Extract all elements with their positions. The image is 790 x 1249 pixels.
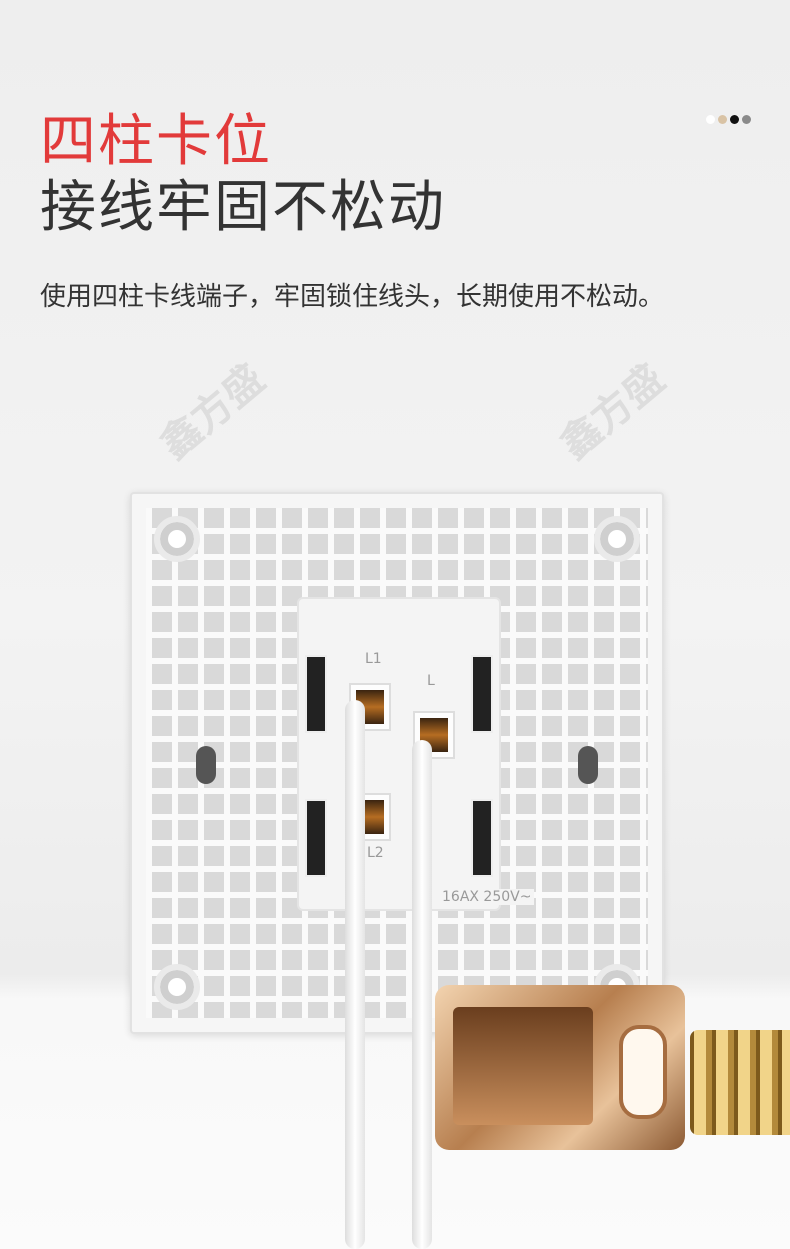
label-l2: L2: [367, 845, 384, 861]
color-dot-champagne[interactable]: [718, 115, 727, 124]
watermark: 鑫方盛: [551, 355, 674, 469]
label-l1: L1: [365, 651, 382, 667]
mount-slot: [196, 746, 216, 784]
gold-terminal: [435, 985, 685, 1150]
brass-screw: [690, 1030, 790, 1135]
headline-dark: 接线牢固不松动: [40, 175, 446, 240]
color-options: [706, 115, 751, 124]
clip: [305, 799, 327, 877]
color-dot-gray[interactable]: [742, 115, 751, 124]
clip: [305, 655, 327, 733]
screw-hole: [594, 516, 640, 562]
rating-label: 16AX 250V~: [439, 889, 535, 905]
switch-back-plate: L1 L L2 16AX 250V~: [130, 492, 664, 1034]
watermark: 鑫方盛: [151, 355, 274, 469]
headline-red: 四柱卡位: [40, 109, 272, 174]
terminal-module: L1 L L2 16AX 250V~: [297, 597, 535, 911]
wire: [345, 700, 365, 1249]
terminal-hole: [619, 1025, 667, 1119]
clip: [471, 799, 493, 877]
screw-hole: [154, 516, 200, 562]
color-dot-black[interactable]: [730, 115, 739, 124]
wire: [412, 740, 432, 1249]
mount-slot: [578, 746, 598, 784]
description: 使用四柱卡线端子，牢固锁住线头，长期使用不松动。: [40, 282, 665, 312]
screw-hole: [154, 964, 200, 1010]
label-l: L: [427, 673, 435, 689]
color-dot-white[interactable]: [706, 115, 715, 124]
terminal-cavity: [453, 1007, 593, 1125]
clip: [471, 655, 493, 733]
